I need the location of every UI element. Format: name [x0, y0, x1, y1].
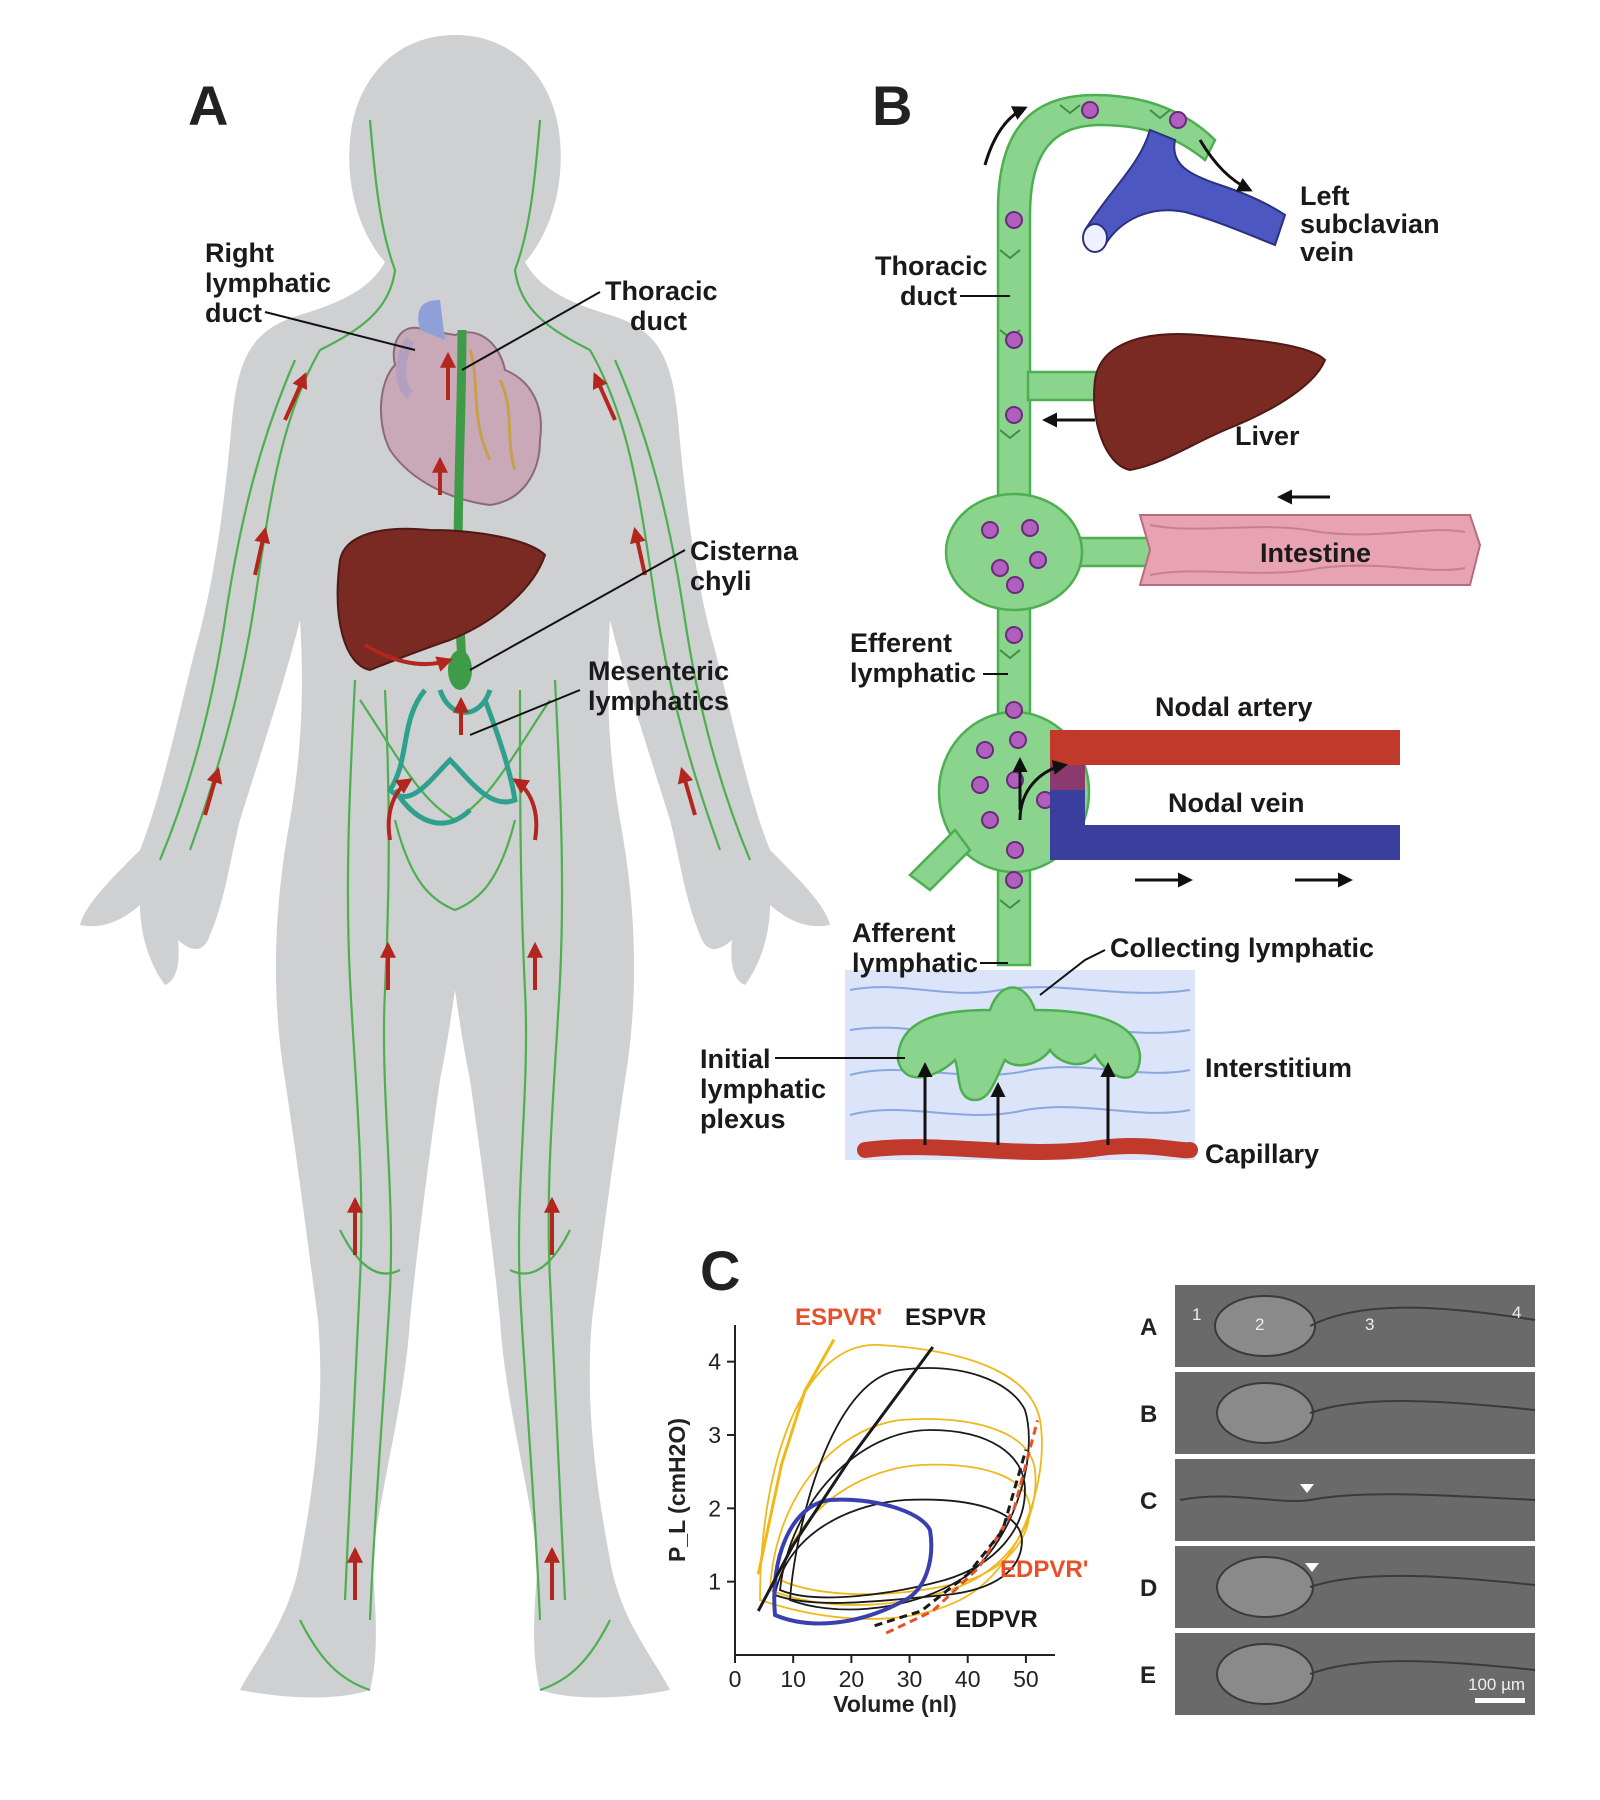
lymphocytes — [971, 101, 1276, 889]
left-subclavian-vein — [1083, 128, 1287, 247]
frame-label-e: E — [1140, 1662, 1156, 1689]
y-axis-title: P_L (cmH2O) — [664, 1418, 690, 1562]
label-nodal-vein: Nodal vein — [1168, 788, 1305, 818]
frame-label-d: D — [1140, 1575, 1157, 1602]
microscopy-frames: A 1 2 3 4 B C — [1140, 1285, 1536, 1715]
label-nodal-artery: Nodal artery — [1155, 692, 1313, 722]
label-initial-lymphatic-plexus: Initial lymphatic plexus — [700, 1044, 834, 1134]
leader-mesenteric-lymphatics — [469, 689, 581, 736]
y-tick-label: 4 — [708, 1349, 721, 1375]
series-line-0 — [756, 1338, 836, 1575]
frame-e: E 100 µm — [1140, 1633, 1536, 1715]
flow-arrows-b — [917, 106, 1353, 1145]
x-tick-label: 40 — [955, 1666, 981, 1692]
segment-label-4: 4 — [1512, 1303, 1521, 1322]
scale-bar-label: 100 µm — [1468, 1675, 1525, 1694]
flow-arrows-a — [203, 351, 697, 1600]
label-espvr: ESPVR — [905, 1304, 986, 1331]
liver-illustration-a — [336, 527, 547, 672]
leader-thoracic-duct-a — [461, 291, 601, 371]
label-edpvr-prime: EDPVR' — [1000, 1556, 1088, 1583]
label-left-subclavian-vein: Left subclavian vein — [1300, 181, 1447, 267]
panel-a-letter: A — [188, 74, 228, 137]
intestine-tube — [1138, 514, 1482, 586]
label-thoracic-duct-b: Thoracic duct — [875, 251, 995, 311]
lymph-vessel-network — [158, 119, 752, 1692]
nodal-vein — [1050, 770, 1400, 860]
x-tick-label: 30 — [897, 1666, 923, 1692]
frame-d: D — [1140, 1546, 1536, 1628]
panel-a: A — [80, 35, 830, 1698]
leader-cisterna-chyli — [469, 549, 686, 671]
frame-label-c: C — [1140, 1488, 1157, 1515]
scale-bar — [1475, 1698, 1525, 1703]
label-edpvr: EDPVR — [955, 1606, 1038, 1633]
label-collecting-lymphatic: Collecting lymphatic — [1110, 933, 1374, 963]
y-tick-label: 3 — [708, 1422, 721, 1448]
liver-illustration-b — [1093, 333, 1327, 472]
panel-c-letter: C — [700, 1239, 740, 1302]
series-line-1 — [756, 1346, 935, 1612]
frame-label-b: B — [1140, 1401, 1157, 1428]
arrowhead-marker-d — [1305, 1563, 1319, 1572]
segment-label-3: 3 — [1365, 1315, 1374, 1334]
label-intestine: Intestine — [1260, 538, 1371, 568]
x-tick-label: 20 — [839, 1666, 865, 1692]
label-espvr-prime: ESPVR' — [795, 1304, 882, 1331]
x-tick-label: 10 — [780, 1666, 806, 1692]
label-afferent-lymphatic: Afferent lymphatic — [852, 918, 978, 978]
arrowhead-marker-c — [1300, 1484, 1314, 1493]
capillary-vessel — [857, 1138, 1198, 1160]
y-tick-label: 1 — [708, 1569, 721, 1595]
segment-label-2: 2 — [1255, 1315, 1264, 1334]
body-silhouette — [80, 35, 830, 1698]
x-tick-label: 0 — [729, 1666, 742, 1692]
frame-label-a: A — [1140, 1314, 1157, 1341]
segment-label-1: 1 — [1192, 1305, 1201, 1324]
label-thoracic-duct-a: Thoracic duct — [605, 276, 725, 336]
lymphatic-valves — [999, 104, 1171, 910]
label-liver: Liver — [1235, 421, 1300, 451]
pv-loops — [759, 1344, 1043, 1626]
y-tick-label: 2 — [708, 1495, 721, 1521]
frame-b: B — [1140, 1372, 1536, 1454]
pressure-volume-plot: 0 10 20 30 40 50 1 2 3 4 ESPVR' ESPVR EDPVR' EDPV… — [664, 1304, 1088, 1717]
leader-right-lymphatic-duct — [264, 311, 416, 351]
frame-a: A 1 2 3 4 — [1140, 1285, 1536, 1367]
label-efferent-lymphatic: Efferent lymphatic — [850, 628, 976, 688]
frame-c: C — [1140, 1459, 1536, 1541]
axis-ticks: 0 10 20 30 40 50 1 2 3 4 — [708, 1349, 1039, 1692]
label-right-lymphatic-duct: Right lymphatic duct — [205, 238, 339, 328]
series-line-3 — [874, 1449, 1028, 1628]
panel-b-letter: B — [872, 74, 912, 137]
leader-collecting-lymphatic — [1039, 949, 1106, 996]
cisterna-chyli — [448, 650, 472, 690]
x-axis-title: Volume (nl) — [833, 1691, 957, 1717]
nodal-artery — [1050, 730, 1400, 765]
label-interstitium: Interstitium — [1205, 1053, 1352, 1083]
x-tick-label: 50 — [1013, 1666, 1039, 1692]
label-cisterna-chyli: Cisterna chyli — [690, 536, 806, 596]
label-capillary: Capillary — [1205, 1139, 1319, 1169]
label-mesenteric-lymphatics: Mesenteric lymphatics — [588, 656, 737, 716]
pv-relationship-lines — [756, 1338, 1039, 1635]
panel-b: B — [700, 74, 1482, 1169]
series-line-2 — [885, 1419, 1039, 1635]
